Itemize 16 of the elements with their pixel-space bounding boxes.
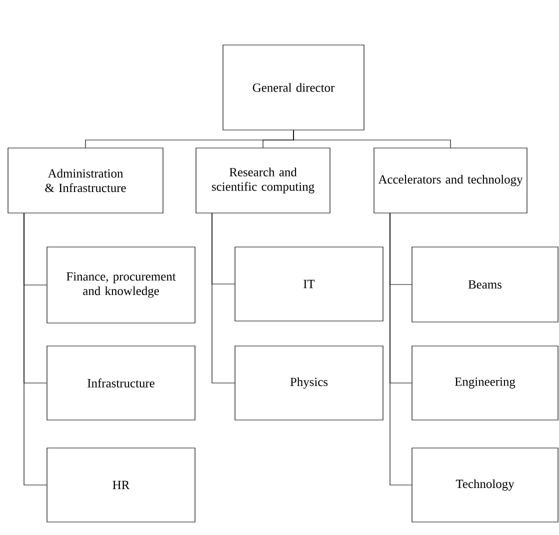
connector-line (390, 213, 412, 486)
org-box: Accelerators and technology (374, 148, 528, 214)
connector-line (24, 213, 47, 486)
connector-line (212, 213, 235, 384)
org-box: Engineering (412, 346, 558, 420)
org-box: Beams (412, 246, 558, 322)
org-box: Administration & Infrastructure (8, 148, 164, 214)
org-box: Physics (234, 346, 384, 420)
org-box: IT (234, 246, 384, 322)
org-box: Infrastructure (46, 346, 196, 420)
org-box: Finance, procurement and knowledge (46, 246, 196, 324)
org-box: Technology (412, 448, 558, 522)
org-box: HR (46, 448, 196, 522)
connector-line (293, 130, 451, 148)
org-box: General director (222, 44, 364, 130)
org-box: Research and scientific computing (196, 148, 330, 214)
